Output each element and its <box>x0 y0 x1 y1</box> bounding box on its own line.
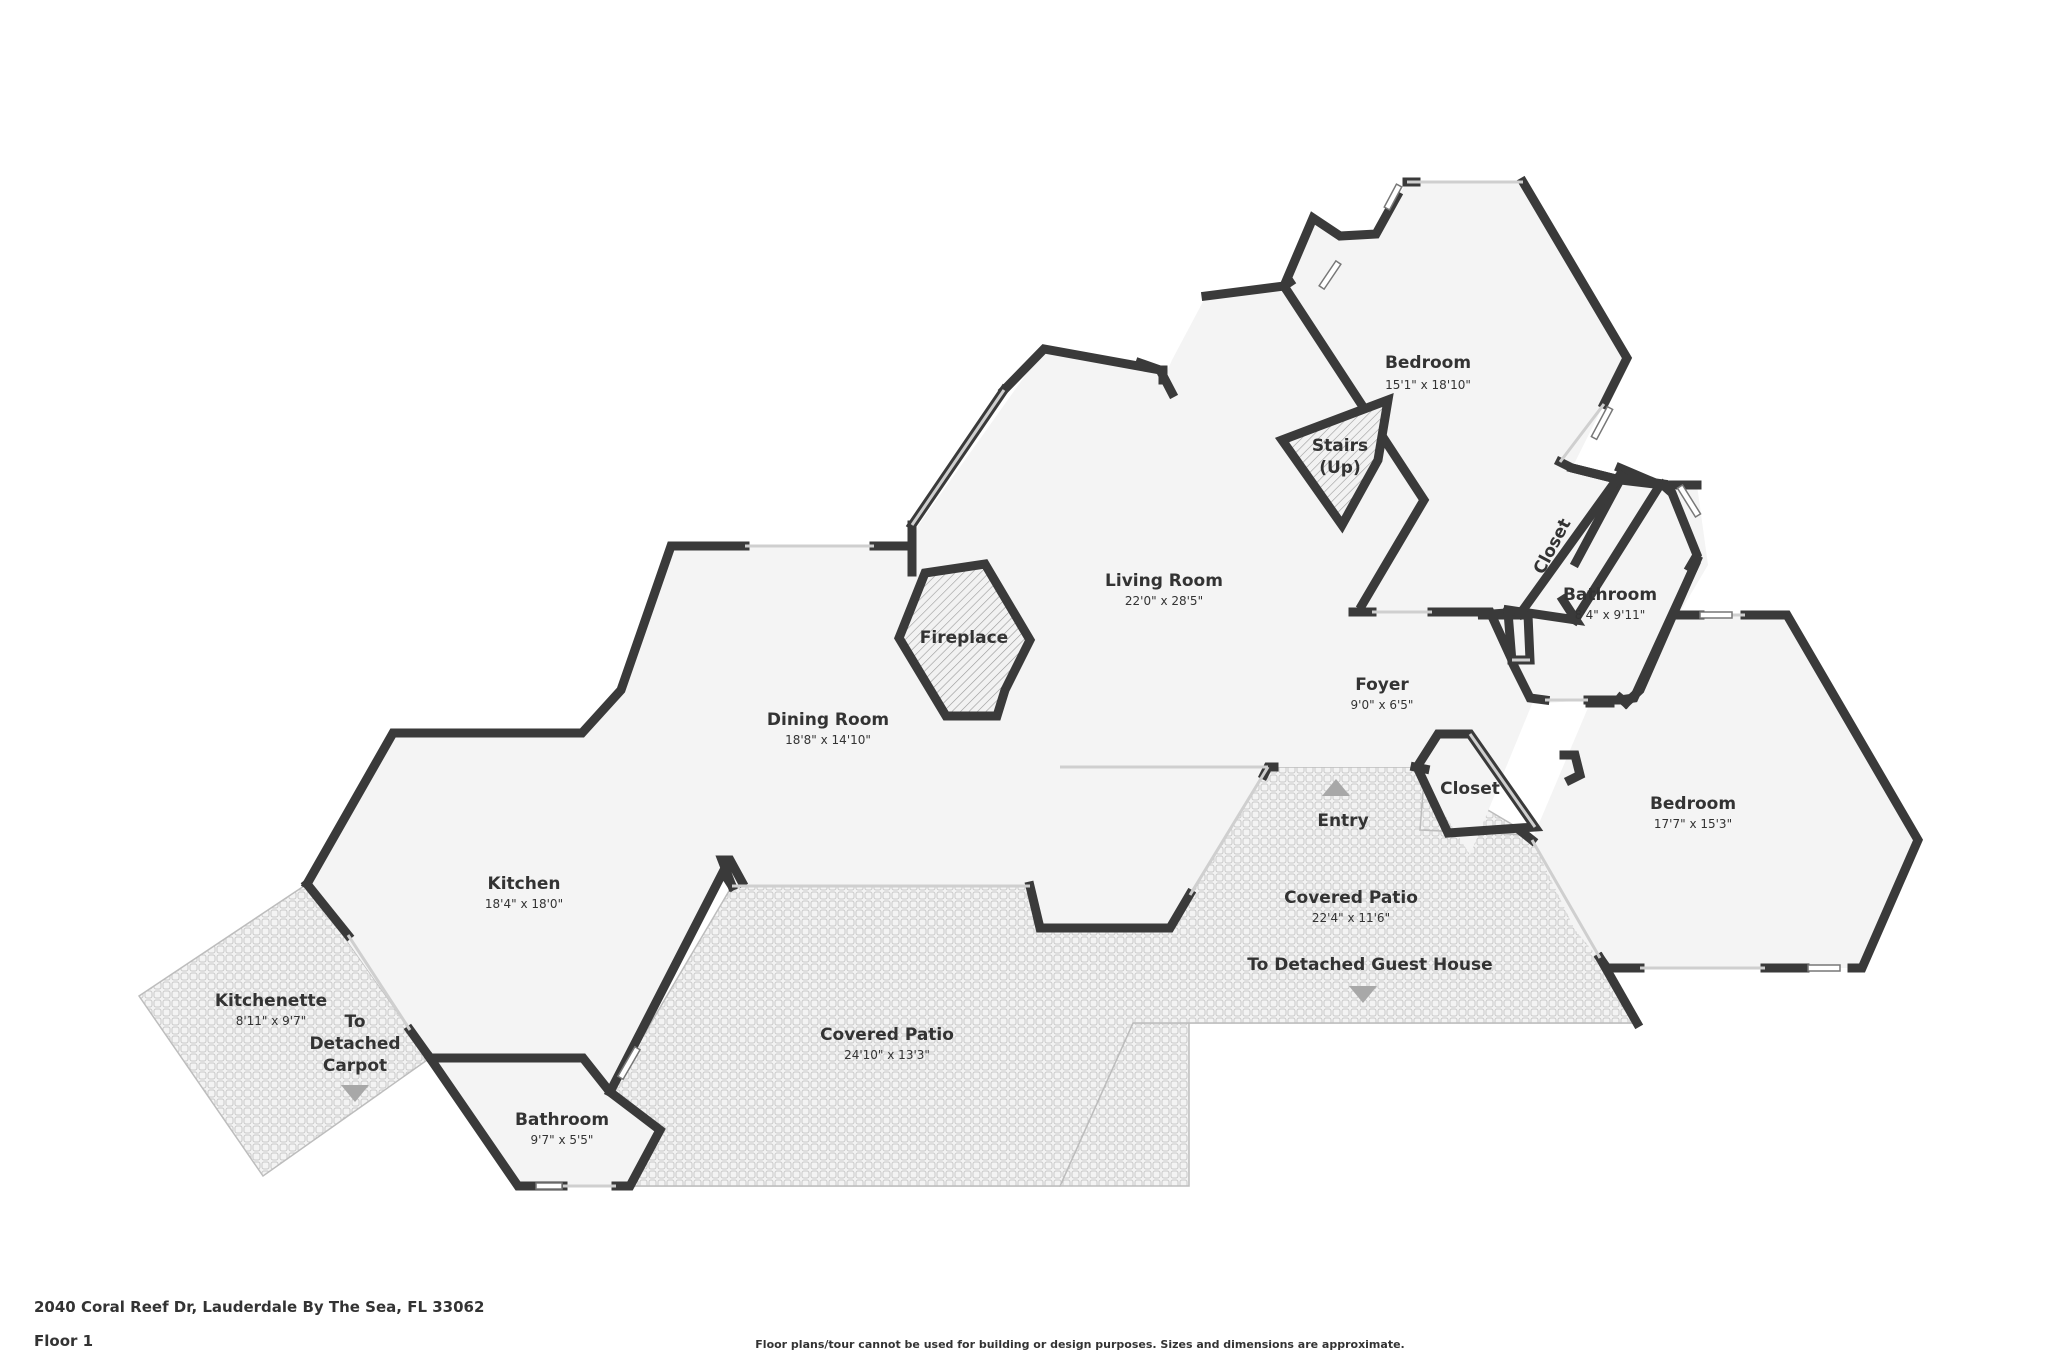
kitchenette-dim: 8'11" x 9'7" <box>236 1014 307 1028</box>
covered-patio-right-dim: 22'4" x 11'6" <box>1312 911 1390 925</box>
entry-label: Entry <box>1317 811 1368 831</box>
carpot-label-1: To <box>344 1012 365 1032</box>
kitchenette-label: Kitchenette <box>215 991 327 1011</box>
windows <box>346 180 1841 1190</box>
bedroom-top-label: Bedroom <box>1385 353 1471 373</box>
bathroom-left-label: Bathroom <box>515 1110 609 1130</box>
living-room-label: Living Room <box>1105 571 1223 591</box>
floor-label: Floor 1 <box>34 1332 94 1350</box>
carpot-arrow-icon <box>341 1085 369 1102</box>
stairs-label: Stairs <box>1312 436 1368 456</box>
fireplace-label: Fireplace <box>920 628 1008 648</box>
dining-room-label: Dining Room <box>767 710 889 730</box>
living-room-dim: 22'0" x 28'5" <box>1125 594 1203 608</box>
covered-patio-left-dim: 24'10" x 13'3" <box>844 1048 930 1062</box>
room-labels: Bedroom 15'1" x 18'10" Stairs (Up) Close… <box>215 353 1736 1147</box>
bedroom-right-label: Bedroom <box>1650 794 1736 814</box>
bedroom-right-dim: 17'7" x 15'3" <box>1654 817 1732 831</box>
closet-lower-shape <box>1411 729 1544 838</box>
carpot-label-3: Carpot <box>323 1056 387 1076</box>
guest-house-arrow-icon <box>1349 986 1377 1003</box>
closet-lower-label: Closet <box>1440 779 1500 799</box>
bathroom-left-dim: 9'7" x 5'5" <box>531 1133 594 1147</box>
stairs-shape <box>1274 393 1394 534</box>
disclaimer-text: Floor plans/tour cannot be used for buil… <box>755 1338 1405 1351</box>
entry-arrow-icon <box>1322 779 1350 796</box>
covered-patio-left-label: Covered Patio <box>820 1025 954 1045</box>
floor-fills <box>137 182 1918 1187</box>
kitchen-label: Kitchen <box>488 874 561 894</box>
carpot-label-2: Detached <box>309 1034 400 1054</box>
bedroom-top-dim: 15'1" x 18'10" <box>1385 378 1471 392</box>
covered-patio-right-label: Covered Patio <box>1284 888 1418 908</box>
stairs-label-up: (Up) <box>1319 458 1361 478</box>
kitchen-dim: 18'4" x 18'0" <box>485 897 563 911</box>
foyer-dim: 9'0" x 6'5" <box>1351 698 1414 712</box>
left-bathroom-floor <box>430 1058 660 1186</box>
bathroom-right-dim: 8'4" x 9'11" <box>1575 608 1646 622</box>
foyer-label: Foyer <box>1355 675 1409 695</box>
fireplace-shape <box>893 559 1036 721</box>
bathroom-right-label: Bathroom <box>1563 585 1657 605</box>
dining-room-dim: 18'8" x 14'10" <box>785 733 871 747</box>
address-text: 2040 Coral Reef Dr, Lauderdale By The Se… <box>34 1298 485 1316</box>
guest-house-label: To Detached Guest House <box>1247 955 1492 975</box>
